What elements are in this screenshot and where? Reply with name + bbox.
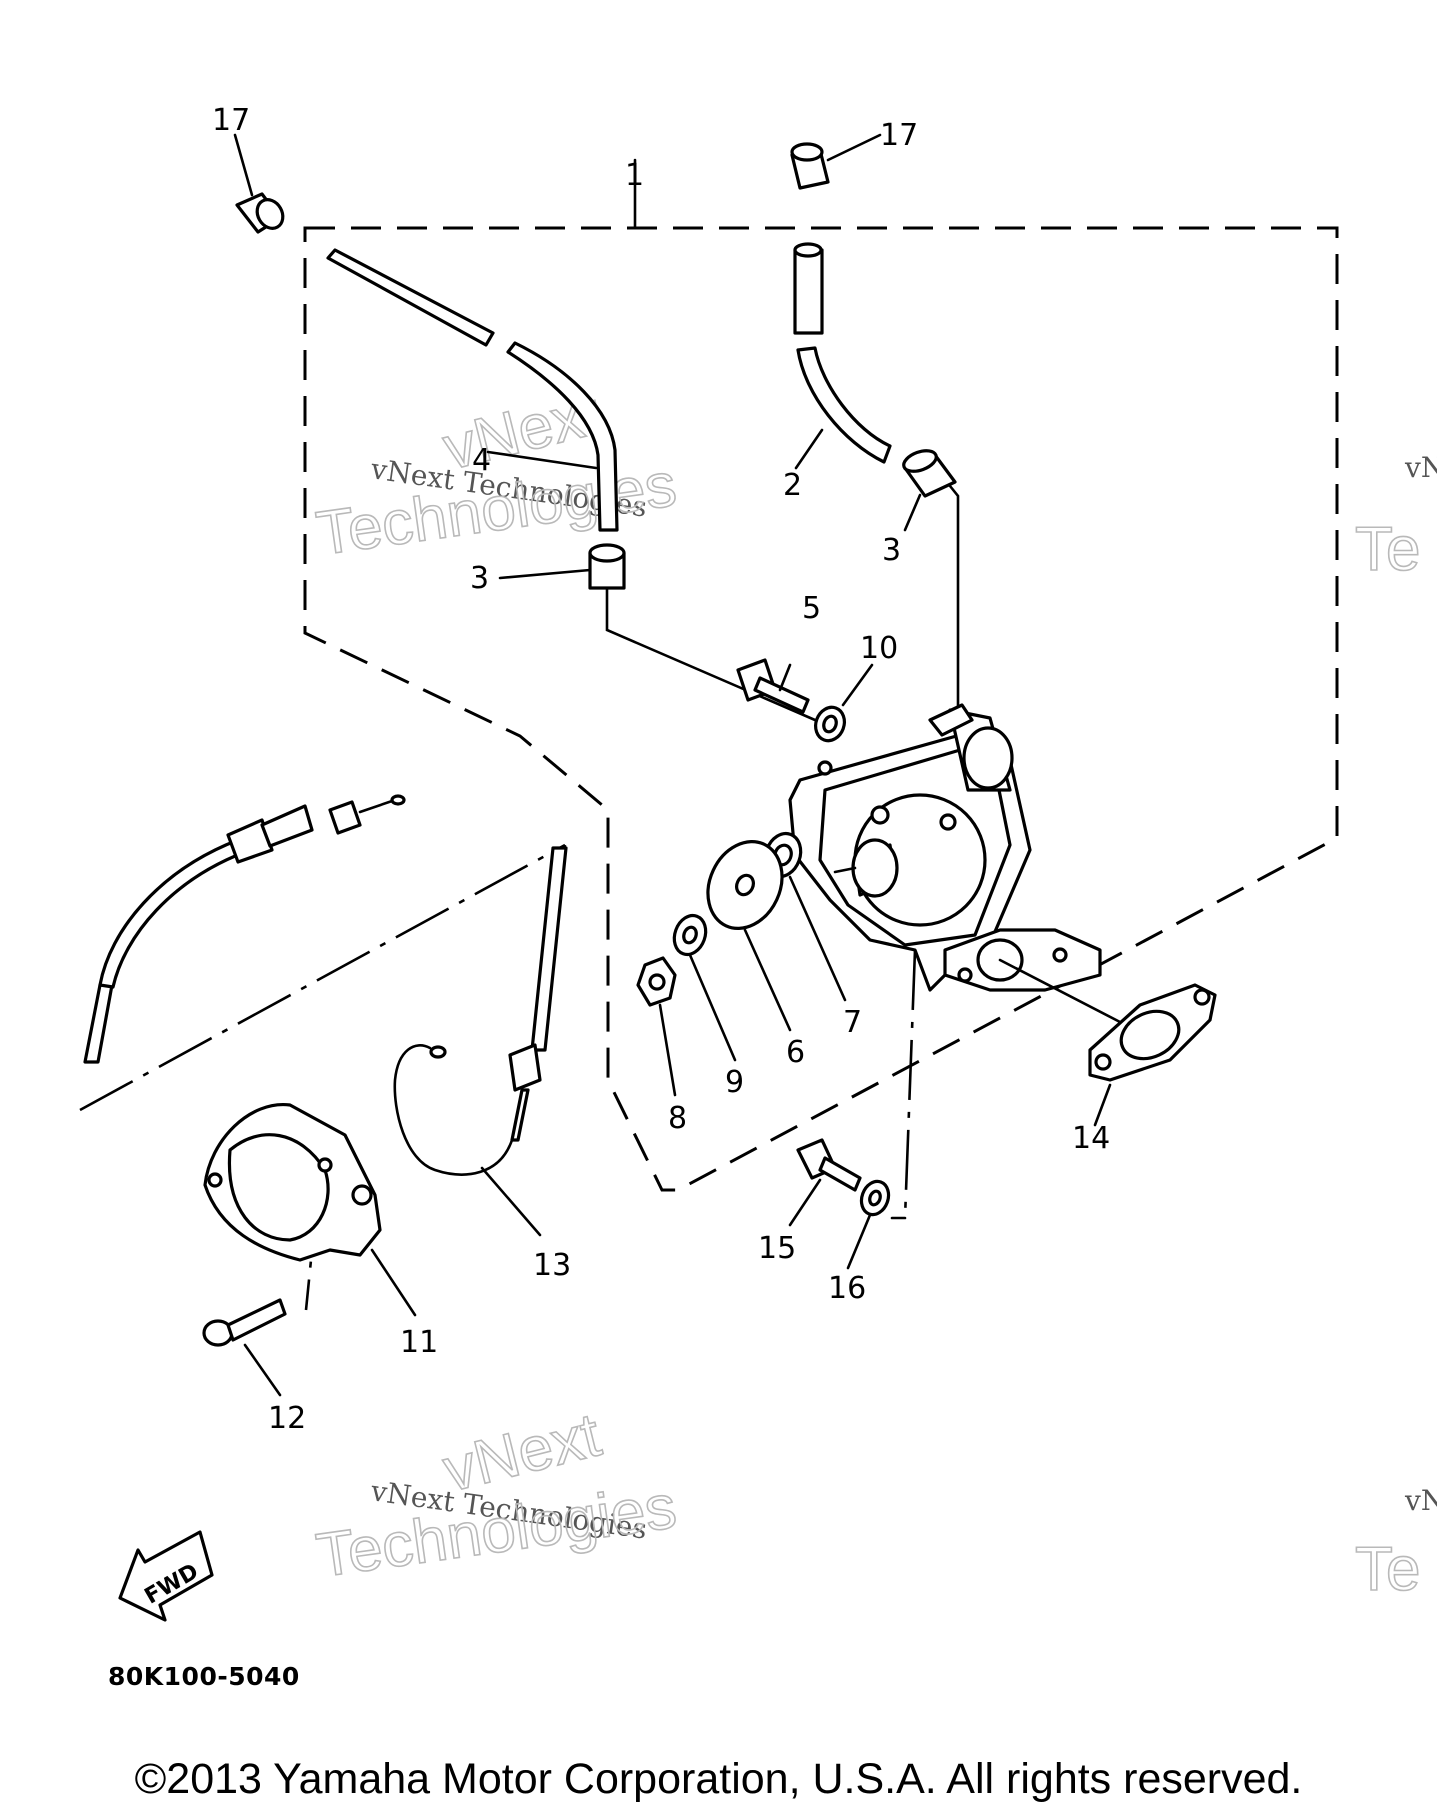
callout-8: 8 — [668, 1101, 687, 1136]
part-17-right — [790, 133, 882, 190]
callout-17: 17 — [880, 118, 918, 153]
part-9-washer — [672, 913, 737, 1062]
callout-3: 3 — [882, 533, 901, 568]
callout-1: 1 — [625, 158, 644, 193]
part-11-cover — [203, 1103, 417, 1317]
watermark-edge: vN Te vN Te — [1354, 451, 1437, 1605]
mount-line — [903, 949, 917, 1219]
callout-7: 7 — [843, 1005, 862, 1040]
callout-2: 2 — [783, 468, 802, 503]
part-10-washer — [814, 663, 874, 743]
callout-3: 3 — [470, 561, 489, 596]
fwd-arrow: FWD — [118, 1530, 214, 1622]
callout-5: 5 — [802, 591, 821, 626]
part-3-right — [902, 449, 960, 717]
callout-14: 14 — [1072, 1121, 1110, 1156]
callout-16: 16 — [828, 1271, 866, 1306]
callouts: 17 17 1 4 2 3 3 5 10 6 7 8 9 14 15 16 13… — [212, 103, 1110, 1436]
callout-4: 4 — [472, 443, 491, 478]
hose-4 — [326, 248, 619, 532]
cable-routing-line — [79, 843, 566, 1112]
part-13-cable — [393, 846, 568, 1237]
callout-9: 9 — [725, 1065, 744, 1100]
part-5-bolt — [736, 658, 810, 714]
oil-pump-body — [788, 703, 1102, 992]
callout-13: 13 — [533, 1248, 571, 1283]
callout-10: 10 — [860, 631, 898, 666]
part-6-plate — [706, 840, 792, 1032]
assembly-boundary — [303, 226, 1339, 1192]
watermark-text: vN — [1404, 451, 1437, 484]
callout-17: 17 — [212, 103, 250, 138]
diagram-code: 80K100-5040 — [108, 1662, 300, 1691]
callout-11: 11 — [400, 1325, 438, 1360]
callout-12: 12 — [268, 1401, 306, 1436]
part-15-bolt — [788, 1138, 862, 1227]
part-17-left — [233, 133, 285, 234]
watermark-text: Te — [1355, 515, 1420, 584]
part-12-bolt — [202, 1298, 287, 1397]
callout-6: 6 — [786, 1035, 805, 1070]
cable-assembly — [83, 794, 406, 1064]
watermark-top: vNext Technologies vNext Technologies — [312, 377, 682, 569]
part-16-washer — [846, 1179, 891, 1270]
watermark-bottom: vNext Technologies vNext Technologies — [312, 1399, 682, 1591]
watermark-text: vN — [1404, 1484, 1437, 1517]
part-14-gasket — [998, 958, 1217, 1127]
hose-2 — [793, 242, 892, 470]
copyright-notice: ©2013 Yamaha Motor Corporation, U.S.A. A… — [134, 1755, 1303, 1803]
callout-15: 15 — [758, 1231, 796, 1266]
part-8-nut — [636, 956, 677, 1097]
watermark-text: Te — [1355, 1535, 1420, 1604]
